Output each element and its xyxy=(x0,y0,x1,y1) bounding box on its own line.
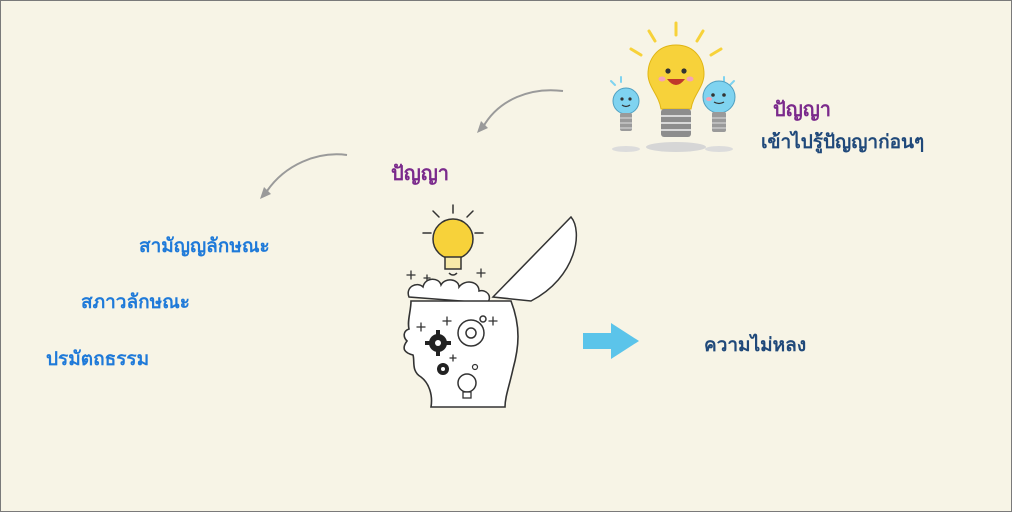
curved-arrow-icon xyxy=(260,153,348,199)
panya-center-label: ปัญญา xyxy=(391,161,450,185)
panya-top-label: ปัญญา xyxy=(773,97,832,121)
open-head-ideas-icon xyxy=(403,204,578,408)
panya-top-description: เข้าไปรู้ปัญญาก่อนๆ xyxy=(761,131,925,153)
result-label: ความไม่หลง xyxy=(704,334,807,356)
curved-arrow-icon xyxy=(477,89,564,133)
list-item: สภาวลักษณะ xyxy=(81,291,190,313)
list-item: สามัญญลักษณะ xyxy=(139,235,270,257)
three-lightbulbs-icon xyxy=(610,21,736,152)
right-arrow-icon xyxy=(583,323,639,359)
list-item: ปรมัตถธรรม xyxy=(46,348,150,370)
